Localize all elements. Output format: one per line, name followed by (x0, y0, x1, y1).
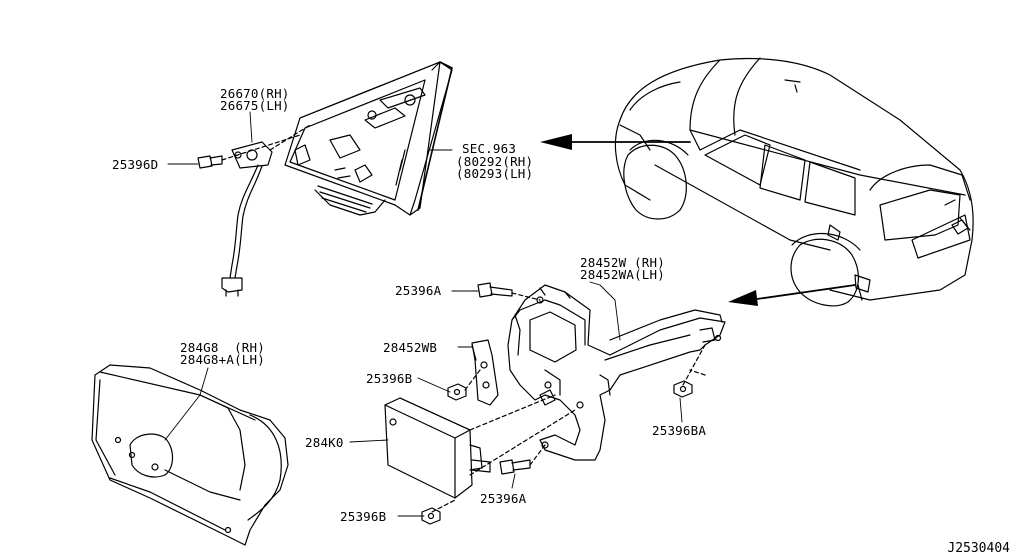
label-28452wb: 28452WB (383, 340, 438, 355)
mirror-corner-finisher (284, 61, 453, 216)
bracket-28452w (507, 284, 726, 461)
label-28452w: 28452W (RH) (580, 255, 665, 270)
arrow-head-bottom (728, 290, 758, 306)
assembly-dash-lines-bottom (431, 292, 706, 513)
label-26675: 26675(LH) (220, 98, 290, 113)
nut-25396b-mid (447, 383, 467, 401)
vehicle-outline (614, 57, 974, 307)
cover-284g8 (91, 364, 289, 546)
harness-connector (221, 141, 273, 297)
label-284k0: 284K0 (305, 435, 344, 450)
screw-25396d (197, 155, 223, 169)
nut-25396b-bot (421, 507, 441, 525)
bracket-28452wb (471, 339, 499, 406)
label-284g8: 284G8 (RH) (180, 340, 265, 355)
label-284g8a: 284G8+A(LH) (180, 352, 265, 367)
leaders-bottom (164, 281, 683, 517)
label-80293: (80293(LH) (456, 166, 534, 181)
label-sec963: SEC.963 (462, 141, 517, 156)
nut-25396ba (673, 380, 693, 398)
label-26670: 26670(RH) (220, 86, 290, 101)
assembly-dash-lines (221, 124, 311, 161)
reference-arrows (569, 141, 856, 301)
label-25396d: 25396D (112, 157, 159, 172)
label-25396b-mid: 25396B (366, 371, 413, 386)
label-25396a-top: 25396A (395, 283, 442, 298)
label-28452wa: 28452WA(LH) (580, 267, 665, 282)
bolt-25396a-bot (499, 459, 531, 475)
label-80292: (80292(RH) (456, 154, 534, 169)
label-25396ba: 25396BA (652, 423, 707, 438)
bolt-25396a-top (477, 282, 513, 298)
control-unit-284k0 (384, 397, 491, 499)
label-25396b-bot: 25396B (340, 509, 387, 524)
arrow-head-top (540, 134, 572, 150)
diagram-code: J2530404 (947, 541, 1010, 556)
leaders-topleft (167, 111, 453, 165)
label-25396a-bot: 25396A (480, 491, 527, 506)
